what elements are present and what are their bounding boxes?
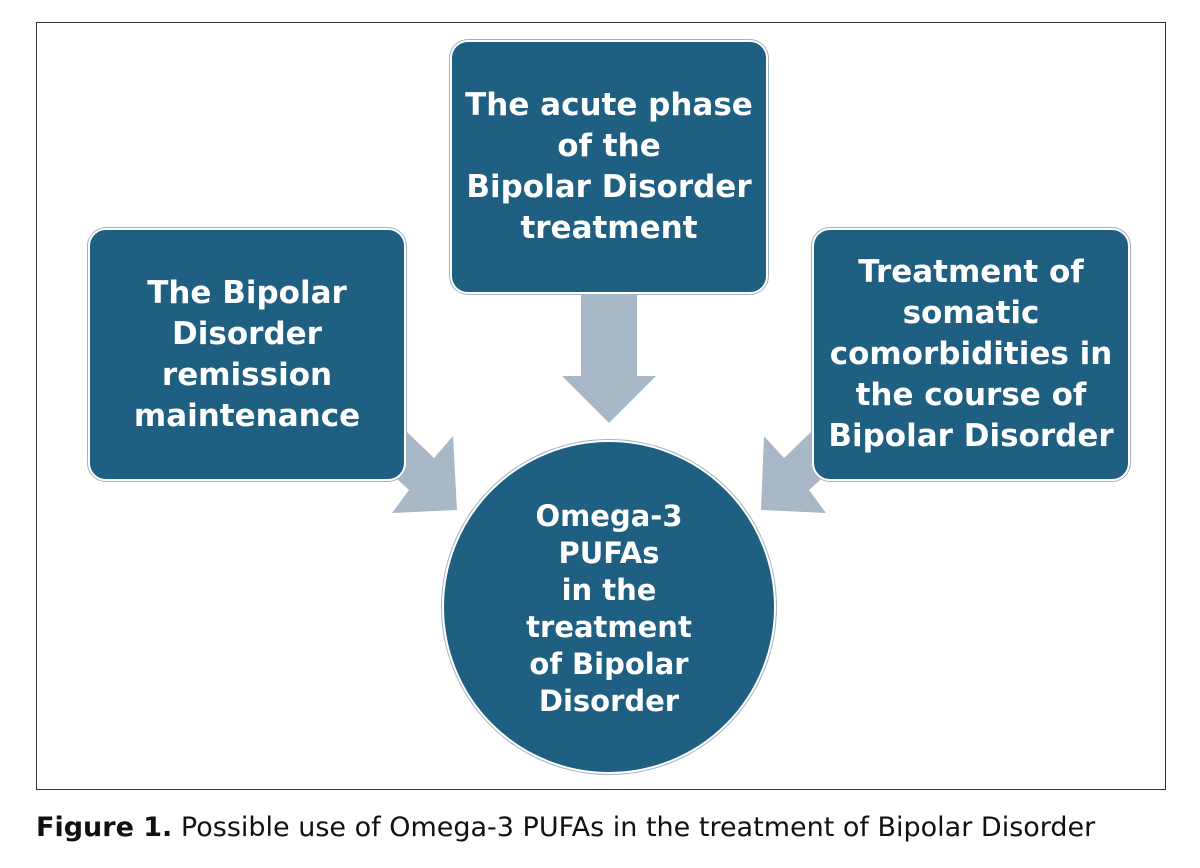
caption-text: Possible use of Omega-3 PUFAs in the tre…	[172, 812, 1096, 843]
node-remission-maintenance: The Bipolar Disorder remission maintenan…	[88, 228, 406, 481]
node-acute-phase: The acute phase of the Bipolar Disorder …	[450, 40, 768, 294]
node-somatic-comorbidities: Treatment of somatic comorbidities in th…	[812, 228, 1130, 481]
arrow-left-to-center	[383, 432, 457, 513]
arrow-top-to-center	[562, 294, 656, 423]
figure-caption: Figure 1. Possible use of Omega-3 PUFAs …	[36, 812, 1176, 843]
node-omega3-center: Omega-3 PUFAs in the treatment of Bipola…	[442, 440, 776, 774]
caption-label: Figure 1.	[36, 812, 173, 843]
arrow-right-to-center	[761, 432, 836, 513]
